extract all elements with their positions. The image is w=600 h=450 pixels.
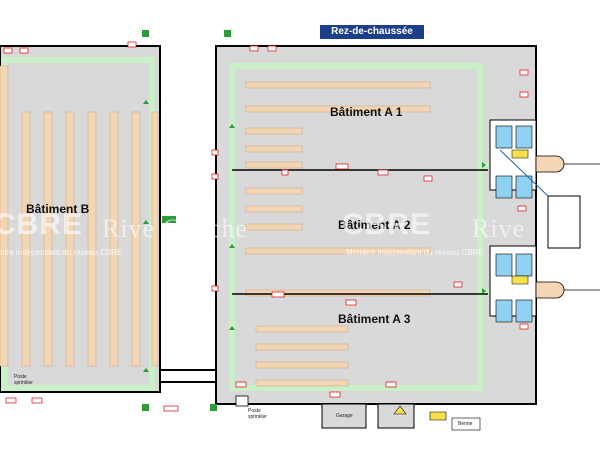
poste-sprinkler-left-label: Poste sprinkler [14, 374, 33, 386]
watermark-partner-left: Rive Gauche [102, 214, 249, 243]
garage-room [321, 403, 367, 429]
racks-building-a [245, 81, 431, 387]
emergency-exit-icons [142, 30, 231, 411]
connector-corridor [159, 369, 217, 383]
building-a1-label: Bâtiment A 1 [330, 105, 403, 119]
watermark-brand-right: CBRE [342, 208, 432, 241]
annex-access-line [499, 149, 549, 197]
watermark-tagline-right: Membre indépendant du réseau CBRE [346, 248, 484, 257]
watermark-tagline-left: ntre indépendant du réseau CBRE [0, 248, 123, 257]
benne-label: Benne [458, 421, 473, 427]
loading-docks [489, 119, 537, 323]
electric-hazard-icons [393, 405, 447, 421]
garage-label: Garage [336, 413, 353, 419]
racks-building-b [0, 65, 159, 367]
benne-area [451, 417, 481, 431]
watermark-partner-right: Rive [472, 214, 526, 243]
annex-building [547, 195, 581, 249]
exit-arrows [143, 100, 486, 372]
external-guide-lines [564, 163, 600, 291]
floor-title: Rez-de-chaussée [320, 25, 424, 39]
fire-extinguisher-icons [3, 41, 529, 412]
building-b-label: Bâtiment B [26, 202, 90, 216]
building-a2-label: Bâtiment A 2 [338, 218, 411, 232]
technical-room [377, 403, 415, 429]
watermark-brand-left: CBRE [0, 208, 84, 241]
building-a3-label: Bâtiment A 3 [338, 312, 411, 326]
sprinkler-room [235, 395, 249, 407]
external-stairs [535, 155, 565, 299]
poste-sprinkler-bottom-label: Poste sprinkler [248, 408, 267, 420]
